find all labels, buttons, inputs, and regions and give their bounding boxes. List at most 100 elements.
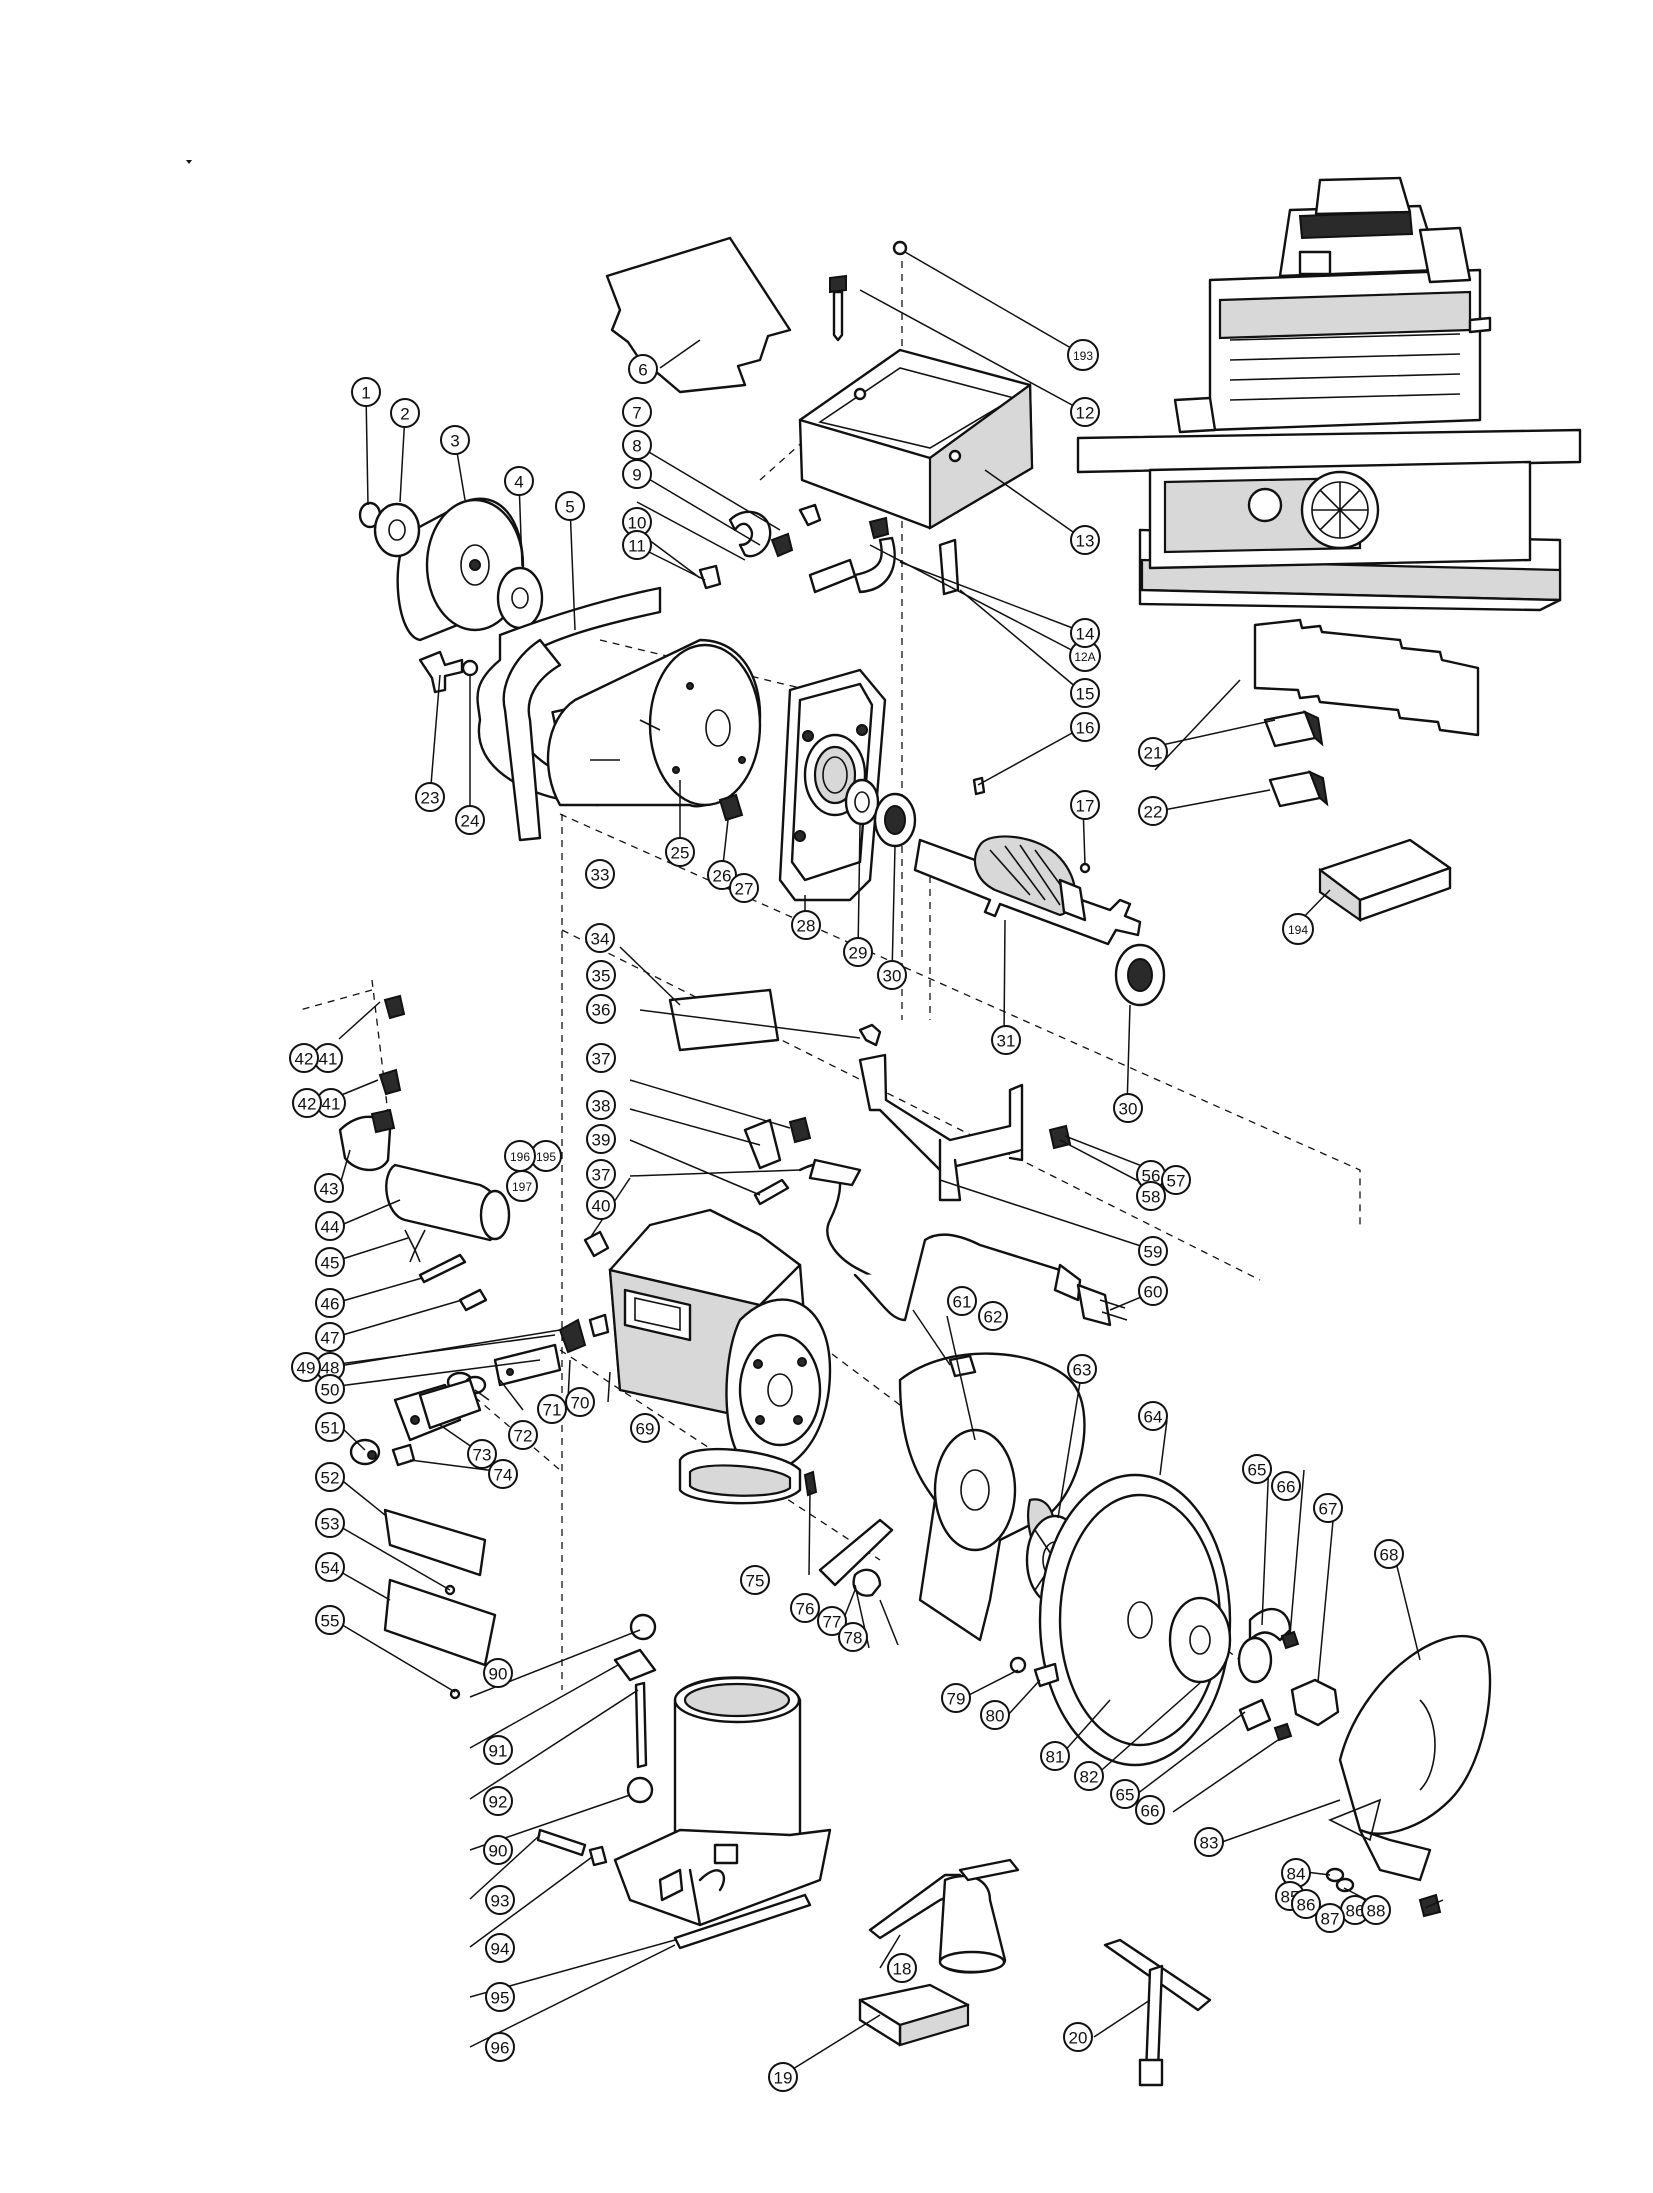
machine-illustration [1076,176,1582,612]
callout-40: 40 [586,1190,616,1220]
lock-65-66 [1237,1608,1300,1742]
callout-21: 21 [1138,737,1168,767]
callout-circle [1070,397,1100,427]
outer-guard-68 [1328,1634,1492,1882]
callout-34: 34 [585,923,615,953]
callout-63: 63 [1067,1354,1097,1384]
callout-text: 86 [1297,1896,1316,1915]
callout-text: 50 [321,1381,340,1400]
callout-text: 197 [512,1180,532,1194]
callout-72: 72 [508,1420,538,1450]
callout-circle [1070,790,1100,820]
callout-circle [1063,2022,1093,2052]
callout-text: 3 [450,432,459,451]
callout-65b: 65 [1110,1779,1140,1809]
callout-3: 3 [440,425,470,455]
plate-52 [383,1508,487,1577]
callout-68: 68 [1374,1539,1404,1569]
callout-16: 16 [1070,712,1100,742]
callout-64: 64 [1138,1401,1168,1431]
callout-text: 28 [797,917,816,936]
callout-circle [485,1982,515,2012]
callout-text: 41 [322,1095,341,1114]
screw-26-27 [718,793,744,822]
callout-text: 57 [1167,1172,1186,1191]
callout-text: 4 [514,473,523,492]
callout-text: 5 [565,498,574,517]
callout-circle [586,1159,616,1189]
callout-text: 39 [592,1131,611,1150]
callout-text: 84 [1287,1865,1306,1884]
nut-67 [1290,1678,1340,1727]
callout-92: 92 [483,1786,513,1816]
callout-86b: 86 [1340,1895,1370,1925]
callout-text: 42 [298,1095,317,1114]
bushing-set-7-11 [698,503,960,596]
callout-52: 52 [315,1462,345,1492]
callout-73: 73 [467,1439,497,1469]
screw-80 [1033,1662,1060,1688]
callout-text: 30 [883,967,902,986]
callout-circle [585,859,615,889]
terminal-47 [458,1288,488,1312]
callout-text: 82 [1080,1768,1099,1787]
callout-45: 45 [315,1247,345,1277]
callout-text: 79 [947,1690,966,1709]
clamp-37-38 [743,1116,812,1206]
callout-circle [1138,1276,1168,1306]
end-plate-28 [778,668,887,902]
callout-12a: 12A [1069,640,1101,672]
callout-text: 1 [361,384,370,403]
callout-text: 64 [1144,1408,1163,1427]
callout-circle [485,1933,515,1963]
callout-60: 60 [1138,1276,1168,1306]
callout-95: 95 [485,1982,515,2012]
callout-circle [707,860,737,890]
callout-text: 44 [321,1218,340,1237]
wing-screw-23-24 [418,650,479,694]
callout-text: 90 [489,1842,508,1861]
callout-circle [485,2032,515,2062]
callout-text: 14 [1076,625,1095,644]
knob-51 [349,1438,381,1466]
callout-circle [1242,1454,1272,1484]
callout-text: 95 [491,1989,510,2008]
callout-circle [1315,1903,1345,1933]
callout-circle [791,910,821,940]
callout-text: 47 [321,1329,340,1348]
motor-end-bell-25 [546,638,762,808]
callout-circle [586,1190,616,1220]
washer-29 [844,778,880,826]
callout-circle [1138,737,1168,767]
flange-81 [1168,1596,1232,1684]
callout-circle [315,1605,345,1635]
callout-circle [440,425,470,455]
callout-circle [630,1413,660,1443]
callout-84: 84 [1281,1858,1311,1888]
nut-washer-1-2 [358,501,421,558]
callout-circle [1374,1539,1404,1569]
callout-text: 30 [1119,1100,1138,1119]
callout-14: 14 [1070,618,1100,648]
callout-24: 24 [455,805,485,835]
callout-circle [740,1565,770,1595]
callout-56: 56 [1136,1160,1166,1190]
callout-text: 91 [489,1742,508,1761]
callout-text: 62 [984,1308,1003,1327]
rail-95-96 [673,1893,812,1950]
callout-circle [1271,1471,1301,1501]
callout-circle [622,397,652,427]
callout-circle [504,466,534,496]
callout-20: 20 [1063,2022,1093,2052]
callout-58: 58 [1136,1181,1166,1211]
callout-circle [665,837,695,867]
callout-text: 80 [986,1707,1005,1726]
callout-circle [315,1247,345,1277]
callout-44: 44 [315,1211,345,1241]
callout-text: 75 [746,1572,765,1591]
callout-62: 62 [978,1301,1008,1331]
callout-text: 66 [1277,1478,1296,1497]
callout-circle [887,1953,917,1983]
callout-text: 24 [461,812,480,831]
callout-text: 48 [321,1359,340,1378]
